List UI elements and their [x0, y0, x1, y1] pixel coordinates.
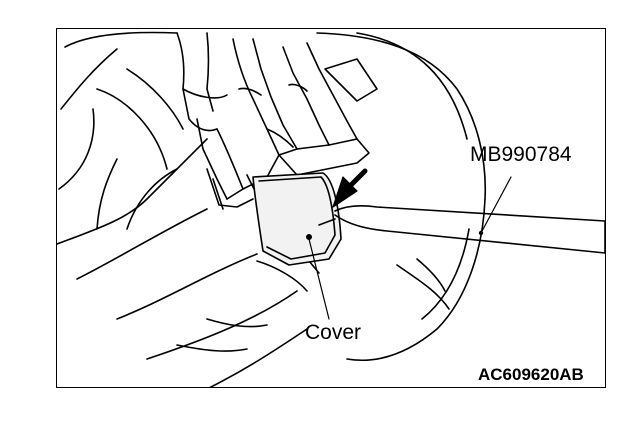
trim-tool [334, 205, 605, 254]
cover-panel [252, 172, 342, 266]
leader-lines [308, 176, 512, 320]
illustration-frame [56, 28, 606, 388]
lower-column-lines [96, 68, 320, 352]
cover-label: Cover [305, 321, 362, 344]
column-shroud-outline [57, 31, 487, 387]
figure-code: AC609620AB [478, 365, 584, 384]
switch-assembly [176, 32, 378, 210]
steering-column-illustration [57, 31, 605, 387]
tool-label: MB990784 [470, 143, 572, 166]
insertion-arrow [332, 168, 368, 208]
